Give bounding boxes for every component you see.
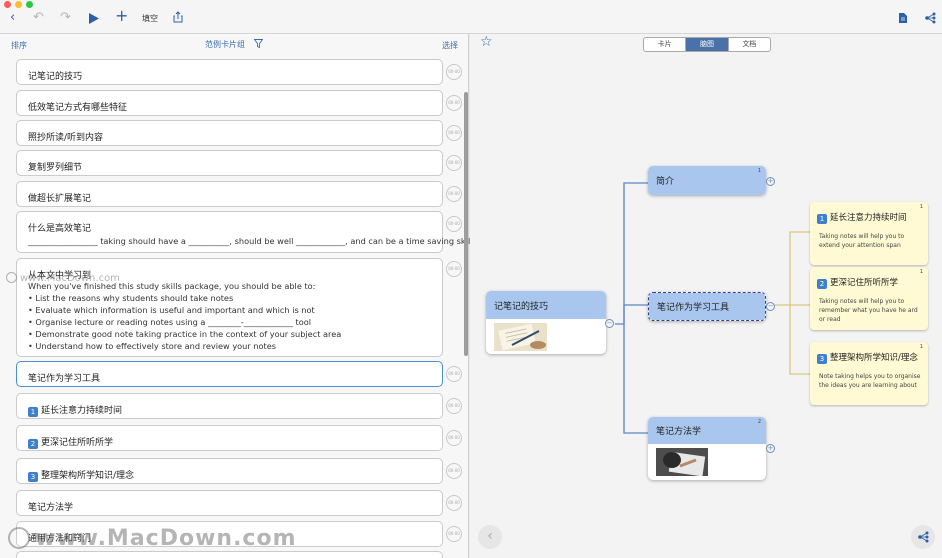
mindmap-connectors — [615, 182, 810, 434]
sort-button[interactable]: 排序 — [11, 41, 27, 50]
card-item[interactable]: 记笔记的技巧 — [16, 59, 443, 85]
add-icon[interactable]: + — [115, 6, 129, 25]
undo-icon[interactable]: ↶ — [33, 10, 44, 25]
watermark-top: www.MacDown.com — [6, 272, 120, 284]
card-item[interactable]: 低效笔记方式有哪些特征 — [16, 90, 443, 116]
select-button[interactable]: 选择 — [442, 41, 458, 50]
card-item[interactable]: 做超长扩展笔记 — [16, 181, 443, 207]
card-date-circle: 00-00 — [446, 125, 462, 141]
card-item[interactable]: 从本文中学习到 When you've finished this study … — [16, 258, 443, 357]
notebook-pen-image — [494, 323, 547, 351]
fill-blank-button[interactable]: 填空 — [142, 14, 158, 23]
tab-mindmap[interactable]: 脑图 — [686, 38, 729, 51]
zoom-window-button[interactable] — [26, 1, 33, 8]
card-date-circle: 00-00 — [446, 95, 462, 111]
card-item[interactable]: 照抄所读/听到内容 — [16, 120, 443, 146]
close-window-button[interactable] — [4, 1, 11, 8]
card-date-circle: 00-00 — [446, 463, 462, 479]
view-mode-tabs: 卡片 脑图 文档 — [643, 37, 771, 52]
watermark-bottom: www.MacDown.com — [8, 526, 297, 551]
mindmap-root-node[interactable]: 记笔记的技巧 — [486, 291, 606, 354]
card-list-scrollbar[interactable] — [464, 92, 468, 356]
card-date-circle: 00-00 — [446, 430, 462, 446]
mindmap-layout-button[interactable] — [911, 525, 935, 549]
star-icon[interactable]: ☆ — [480, 34, 493, 50]
mindmap-panel: ☆ 卡片 脑图 文档 记笔记的技巧 − 简介 1 + — [470, 34, 942, 558]
share-icon[interactable] — [173, 11, 183, 23]
document-icon[interactable] — [898, 12, 908, 24]
back-icon[interactable]: ‹ — [10, 10, 16, 25]
card-item-selected[interactable]: 笔记作为学习工具 — [16, 361, 443, 387]
card-date-circle: 00-00 — [446, 366, 462, 382]
number-badge: 3 — [817, 354, 827, 364]
play-icon[interactable] — [89, 13, 99, 24]
card-date-circle: 00-00 — [446, 186, 462, 202]
card-item[interactable]: 通用方法和窍门 — [16, 521, 443, 547]
redo-icon[interactable]: ↷ — [60, 10, 71, 25]
card-item[interactable]: 什么是高效笔记 _________________ taking should … — [16, 211, 475, 253]
previous-button[interactable]: ‹ — [478, 525, 502, 549]
collapse-toggle[interactable]: − — [766, 302, 775, 311]
mindmap-node-intro[interactable]: 简介 1 — [648, 166, 766, 195]
card-date-circle: 00-00 — [446, 261, 462, 277]
number-badge: 1 — [817, 214, 827, 224]
card-date-circle: 00-00 — [446, 495, 462, 511]
collapse-toggle[interactable]: − — [605, 319, 614, 328]
card-date-circle: 00-00 — [446, 398, 462, 414]
tab-cards[interactable]: 卡片 — [644, 38, 687, 51]
card-date-circle: 00-00 — [446, 526, 462, 542]
card-item[interactable]: 笔记方法学 — [16, 490, 443, 516]
mindmap-node-selected[interactable]: 笔记作为学习工具 — [648, 292, 766, 321]
minimize-window-button[interactable] — [15, 1, 22, 8]
tab-document[interactable]: 文档 — [742, 40, 757, 48]
mindmap-node-method[interactable]: 笔记方法学 2 — [648, 417, 766, 480]
writing-photo-image — [656, 448, 708, 476]
card-date-circle: 00-00 — [446, 216, 462, 232]
mindmap-icon[interactable] — [924, 12, 936, 24]
card-date-circle: 00-00 — [446, 64, 462, 80]
card-date-circle: 00-00 — [446, 155, 462, 171]
number-badge: 2 — [817, 279, 827, 289]
expand-toggle[interactable]: + — [766, 444, 775, 453]
number-badge: 2 — [28, 439, 38, 449]
title-bar: ‹ ↶ ↷ + 填空 — [0, 0, 942, 34]
expand-toggle[interactable]: + — [766, 177, 775, 186]
deck-title: 范例卡片组 — [205, 40, 245, 49]
card-item[interactable] — [16, 551, 443, 558]
number-badge: 1 — [28, 407, 38, 417]
number-badge: 3 — [28, 472, 38, 482]
mindmap-layout-icon — [918, 531, 929, 543]
filter-icon[interactable] — [254, 39, 263, 48]
card-list-panel: 排序 范例卡片组 选择 记笔记的技巧 00-00 低效笔记方式有哪些特征 00-… — [0, 34, 475, 558]
card-item[interactable]: 复制罗列细节 — [16, 150, 443, 176]
